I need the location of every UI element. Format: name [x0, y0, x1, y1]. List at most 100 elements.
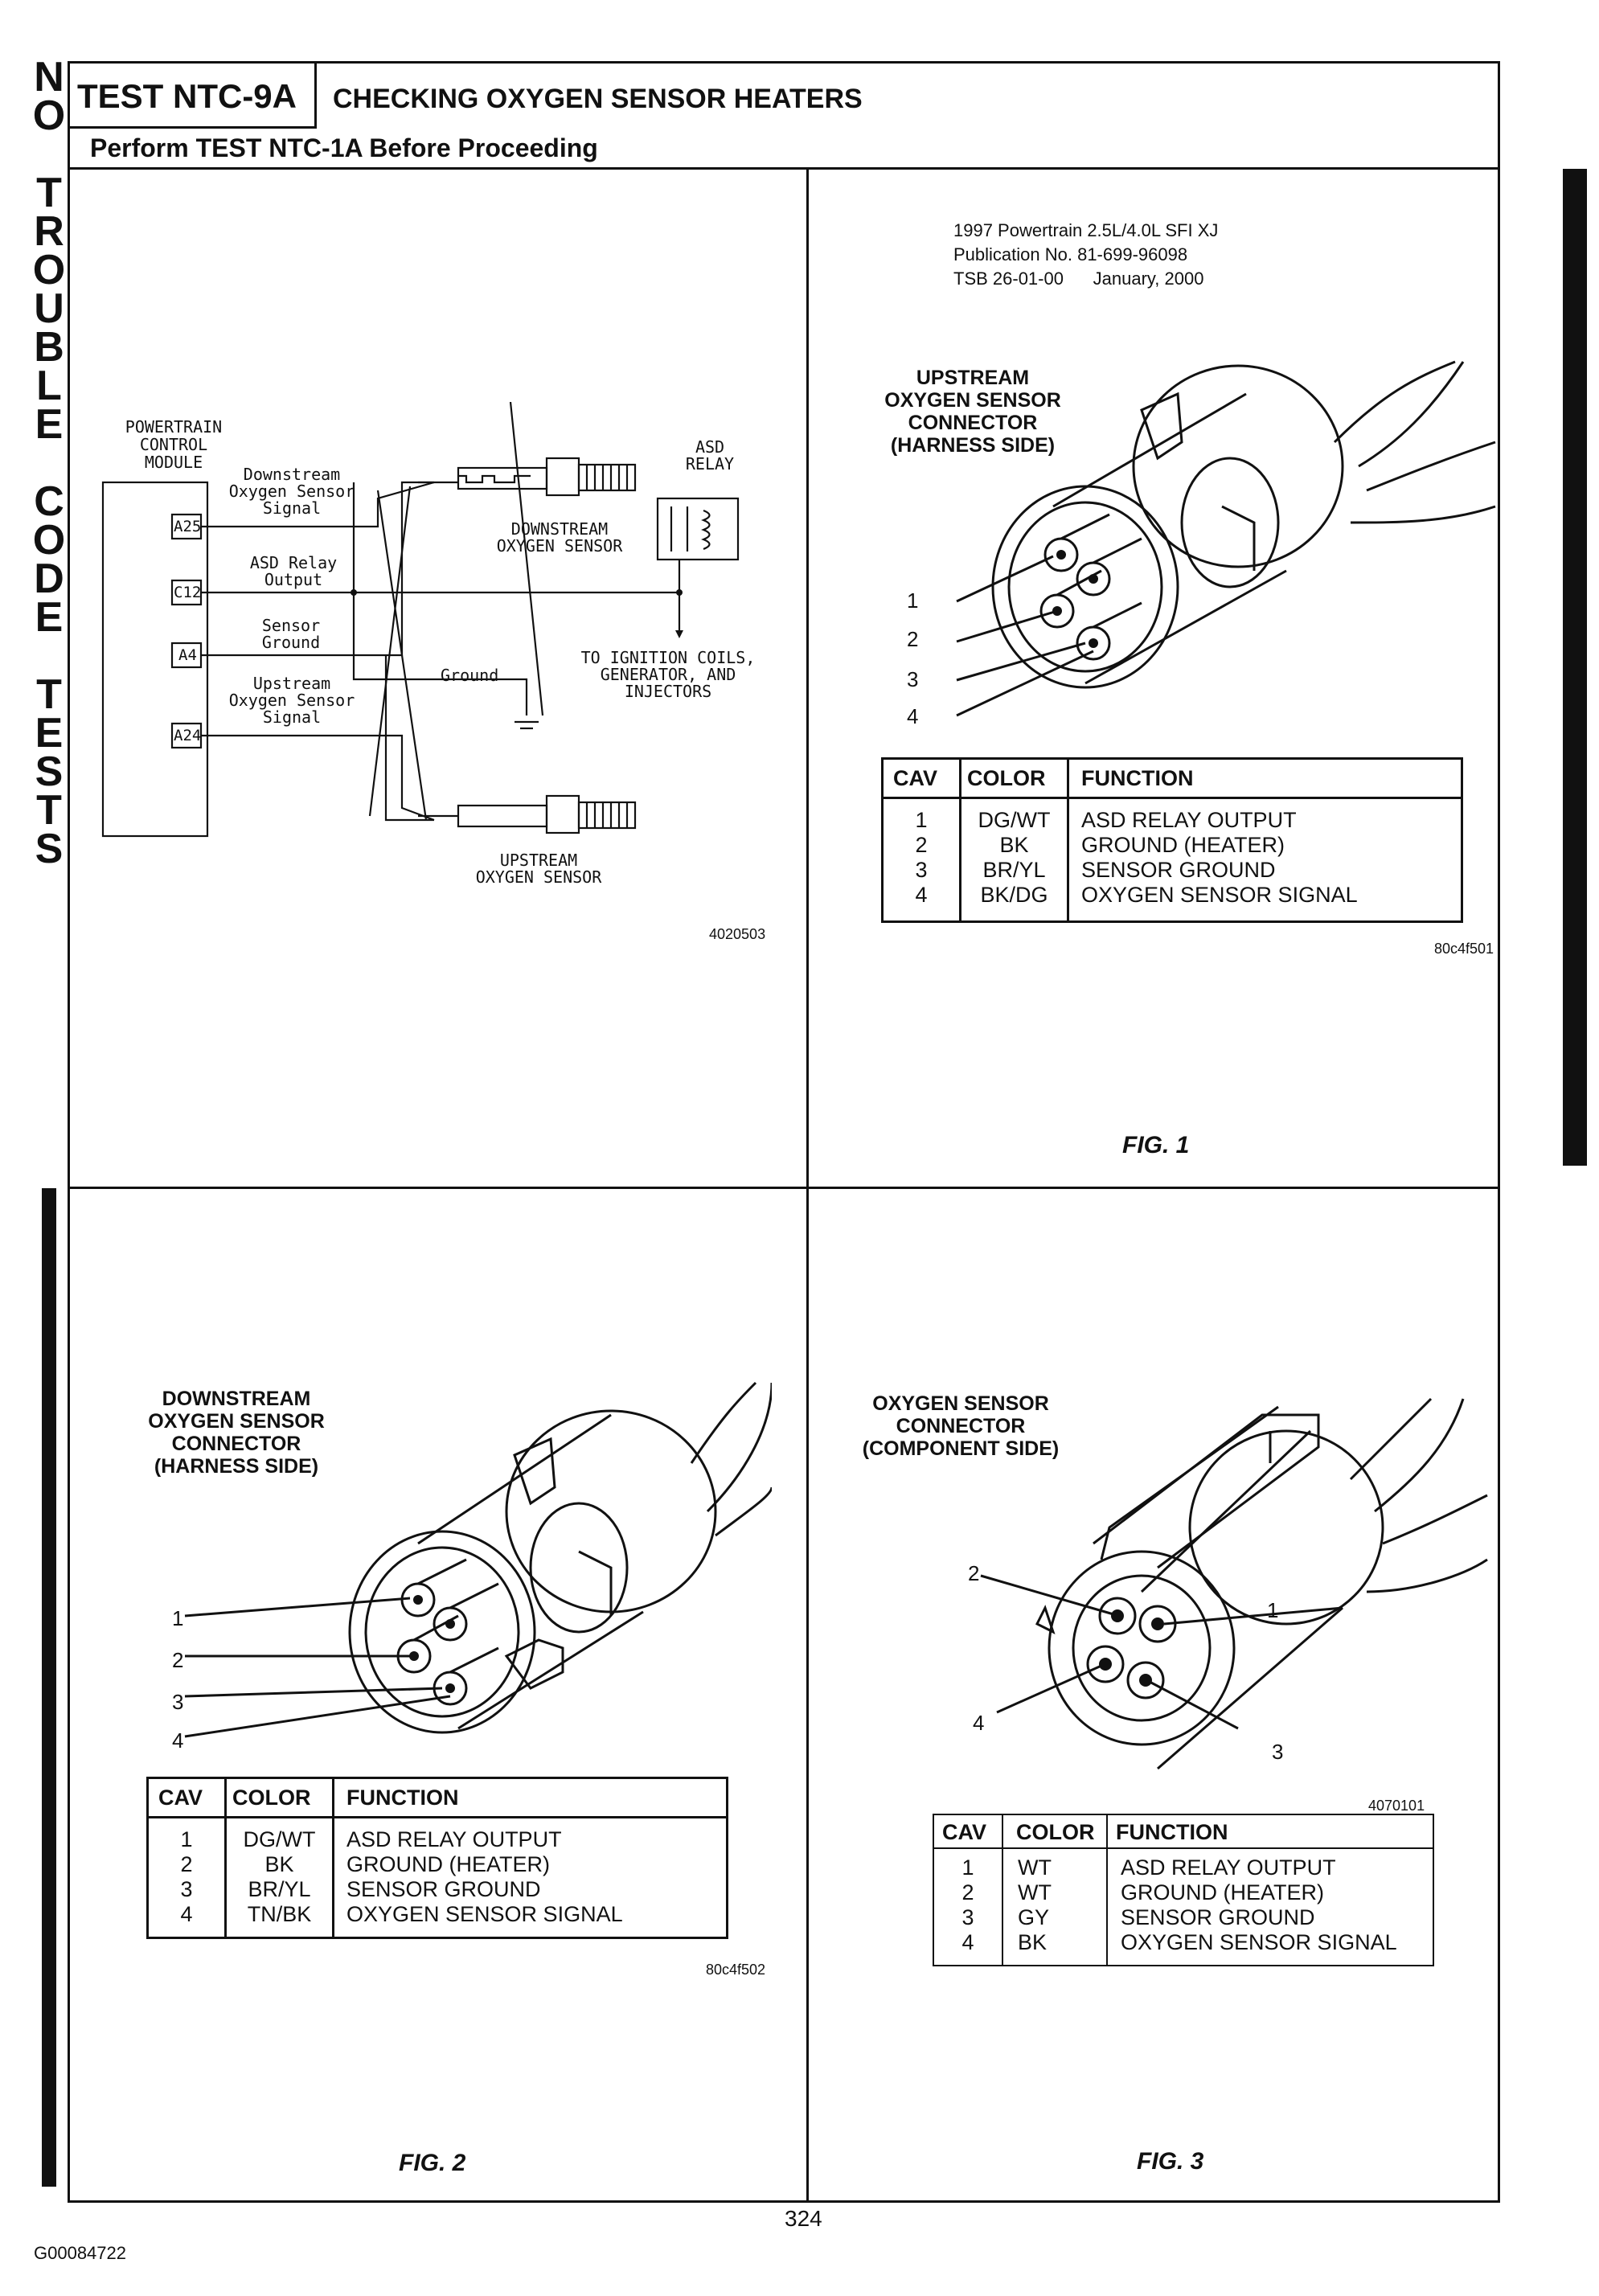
fig3-row-2-color: WT — [1018, 1880, 1052, 1904]
fig3-row-2-func: GROUND (HEATER) — [1121, 1880, 1324, 1904]
fig1-row-2-cav: 2 — [915, 833, 928, 857]
fig3-row-4-color: BK — [1018, 1930, 1048, 1954]
side-letter: S — [35, 826, 64, 872]
fig2-table-col2-line — [332, 1779, 334, 1937]
downstream-signal-label: Downstream Oxygen Sensor Signal — [228, 465, 355, 518]
fig2-row-3-func: SENSOR GROUND — [346, 1877, 541, 1901]
fig1-row-1-cav: 1 — [915, 808, 928, 832]
fig1-row-3-func: SENSOR GROUND — [1081, 858, 1276, 882]
fig2-row-2-func: GROUND (HEATER) — [346, 1852, 550, 1876]
side-letter: D — [34, 556, 64, 602]
side-letter: S — [35, 748, 64, 795]
pin-c12: C12 — [174, 584, 202, 601]
fig3-row-3-func: SENSOR GROUND — [1121, 1905, 1315, 1929]
center-divider — [806, 167, 809, 2203]
ignition-coils-label: TO IGNITION COILS, GENERATOR, AND INJECT… — [580, 648, 756, 701]
fig2-pin-2: 2 — [172, 1648, 184, 1672]
test-id: TEST NTC-9A — [77, 77, 297, 115]
fig2-header-function: FUNCTION — [346, 1786, 459, 1810]
page-frame — [68, 61, 1500, 2203]
fig2-row-4-color: TN/BK — [247, 1902, 312, 1926]
pcm-label: POWERTRAIN CONTROL MODULE — [125, 417, 223, 472]
side-letter: O — [32, 247, 66, 293]
fig2-row-1-color: DG/WT — [243, 1827, 316, 1851]
fig1-table-col2-line — [1067, 760, 1069, 920]
middle-divider — [68, 1187, 1500, 1189]
side-letter: E — [35, 594, 64, 641]
fig1-pin-4: 4 — [907, 704, 919, 728]
publication-info: 1997 Powertrain 2.5L/4.0L SFI XJ Publica… — [953, 220, 1219, 289]
fig3-pin-3: 3 — [1272, 1740, 1284, 1764]
fig2-row-2-color: BK — [264, 1852, 294, 1876]
fig3-pin-2: 2 — [968, 1561, 980, 1585]
fig1-header-cav: CAV — [893, 766, 938, 790]
fig3-connector-drawing — [980, 1397, 1488, 1770]
fig2-row-2-cav: 2 — [180, 1852, 193, 1876]
fig2-connector-drawing — [184, 1381, 772, 1738]
side-letter: N — [34, 54, 64, 100]
fig3-row-1-cav: 1 — [961, 1855, 974, 1880]
side-letter: R — [34, 208, 64, 255]
side-letter: O — [32, 517, 66, 564]
sensor-ground-label: Sensor Ground — [261, 616, 321, 652]
fig2-row-4-func: OXYGEN SENSOR SIGNAL — [346, 1902, 623, 1926]
test-subtitle: Perform TEST NTC-1A Before Proceeding — [90, 133, 598, 162]
fig2-caption: FIG. 2 — [399, 2150, 466, 2176]
fig3-title: OXYGEN SENSOR CONNECTOR (COMPONENT SIDE) — [862, 1392, 1060, 1460]
side-letter-gap — [29, 444, 69, 482]
side-letter: E — [35, 401, 64, 448]
fig2-row-1-cav: 1 — [180, 1827, 193, 1851]
fig3-figure-id: 4070101 — [1368, 1798, 1425, 1814]
fig3-header-color: COLOR — [1016, 1820, 1095, 1844]
fig3-caption: FIG. 3 — [1137, 2148, 1204, 2175]
fig3-header-function: FUNCTION — [1116, 1820, 1228, 1844]
fig2-table-header-line — [149, 1816, 726, 1818]
schematic-figure-id: 4020503 — [709, 926, 766, 942]
test-title: CHECKING OXYGEN SENSOR HEATERS — [333, 84, 863, 114]
test-id-box — [68, 61, 317, 129]
side-letter: E — [35, 710, 64, 756]
side-letter-gap — [29, 637, 69, 675]
upstream-signal-label: Upstream Oxygen Sensor Signal — [228, 674, 355, 727]
fig1-row-4-func: OXYGEN SENSOR SIGNAL — [1081, 883, 1358, 907]
side-letter-gap — [29, 135, 69, 174]
fig2-row-4-cav: 4 — [180, 1902, 193, 1926]
pin-a24: A24 — [174, 727, 202, 744]
pin-a4: A4 — [178, 646, 197, 664]
fig1-row-2-func: GROUND (HEATER) — [1081, 833, 1285, 857]
fig1-row-3-color: BR/YL — [982, 858, 1046, 882]
header-divider — [68, 167, 1500, 170]
side-letter: B — [34, 324, 64, 371]
fig3-pin-4: 4 — [973, 1711, 985, 1735]
pin-a25: A25 — [174, 518, 202, 535]
fig2-figure-id: 80c4f502 — [706, 1962, 766, 1978]
wiring-schematic — [101, 402, 740, 838]
fig1-header-color: COLOR — [967, 766, 1046, 790]
asd-relay-output-label: ASD Relay Output — [249, 553, 338, 589]
fig2-row-1-func: ASD RELAY OUTPUT — [346, 1827, 562, 1851]
fig1-pin-3: 3 — [907, 667, 919, 691]
asd-relay-label: ASD RELAY — [685, 437, 735, 474]
fig2-pin-4: 4 — [172, 1728, 184, 1753]
fig3-row-1-func: ASD RELAY OUTPUT — [1121, 1855, 1336, 1880]
fig3-pin-1: 1 — [1267, 1598, 1279, 1622]
fig1-row-3-cav: 3 — [915, 858, 928, 882]
fig1-table-header-line — [884, 797, 1461, 799]
side-letter: T — [36, 671, 62, 718]
fig3-header-cav: CAV — [942, 1820, 987, 1844]
side-letter: C — [34, 478, 64, 525]
right-margin-bar — [1563, 169, 1587, 1166]
fig1-header-function: FUNCTION — [1081, 766, 1194, 790]
fig1-row-4-cav: 4 — [915, 883, 928, 907]
fig1-row-2-color: BK — [999, 833, 1029, 857]
